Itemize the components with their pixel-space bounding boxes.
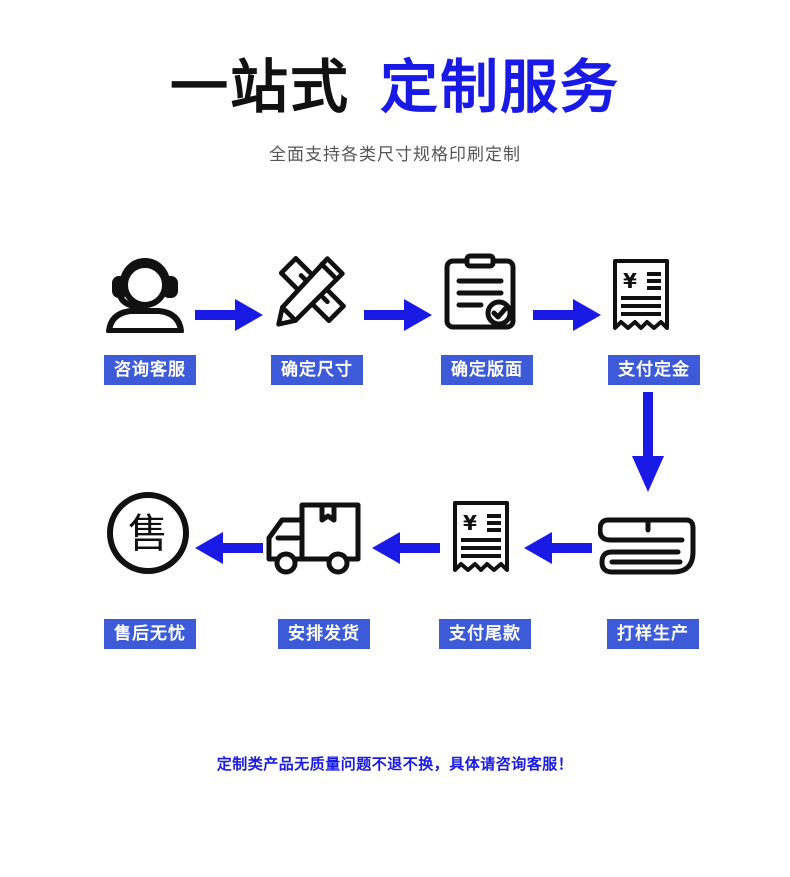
title-part-1: 一站式 xyxy=(169,53,350,121)
step-label-balance: 支付尾款 xyxy=(439,619,531,649)
step-label-sampling: 打样生产 xyxy=(607,619,699,649)
arrow-right-icon xyxy=(533,299,601,331)
step-label-shipping: 安排发货 xyxy=(278,619,370,649)
step-label-after-sales: 售后无忧 xyxy=(104,619,196,649)
headset-icon xyxy=(106,258,184,333)
step-label-layout: 确定版面 xyxy=(441,355,533,385)
arrow-down-icon xyxy=(632,392,664,492)
receipt-icon: ¥ xyxy=(453,501,509,572)
yen-symbol: ¥ xyxy=(623,269,637,293)
pencil-ruler-icon xyxy=(276,256,346,327)
step-label-size: 确定尺寸 xyxy=(271,355,363,385)
step-label-deposit: 支付定金 xyxy=(608,355,700,385)
paper-stack-icon xyxy=(598,517,696,575)
receipt-icon: ¥ xyxy=(613,259,669,330)
arrow-left-icon xyxy=(195,532,263,564)
page-title: 一站式定制服务 xyxy=(0,52,790,122)
arrow-right-icon xyxy=(195,299,263,331)
yen-symbol: ¥ xyxy=(463,511,477,535)
arrow-left-icon xyxy=(372,532,440,564)
clipboard-check-icon xyxy=(444,253,516,330)
after-sales-icon: 售 xyxy=(107,492,189,574)
delivery-truck-icon xyxy=(266,502,361,575)
step-label-consult: 咨询客服 xyxy=(104,355,196,385)
arrow-right-icon xyxy=(364,299,432,331)
title-part-2: 定制服务 xyxy=(380,53,621,121)
arrow-left-icon xyxy=(524,532,592,564)
page-subtitle: 全面支持各类尺寸规格印刷定制 xyxy=(269,145,521,165)
after-sales-char: 售 xyxy=(128,511,168,557)
footer-notice: 定制类产品无质量问题不退不换，具体请咨询客服！ xyxy=(216,755,574,773)
